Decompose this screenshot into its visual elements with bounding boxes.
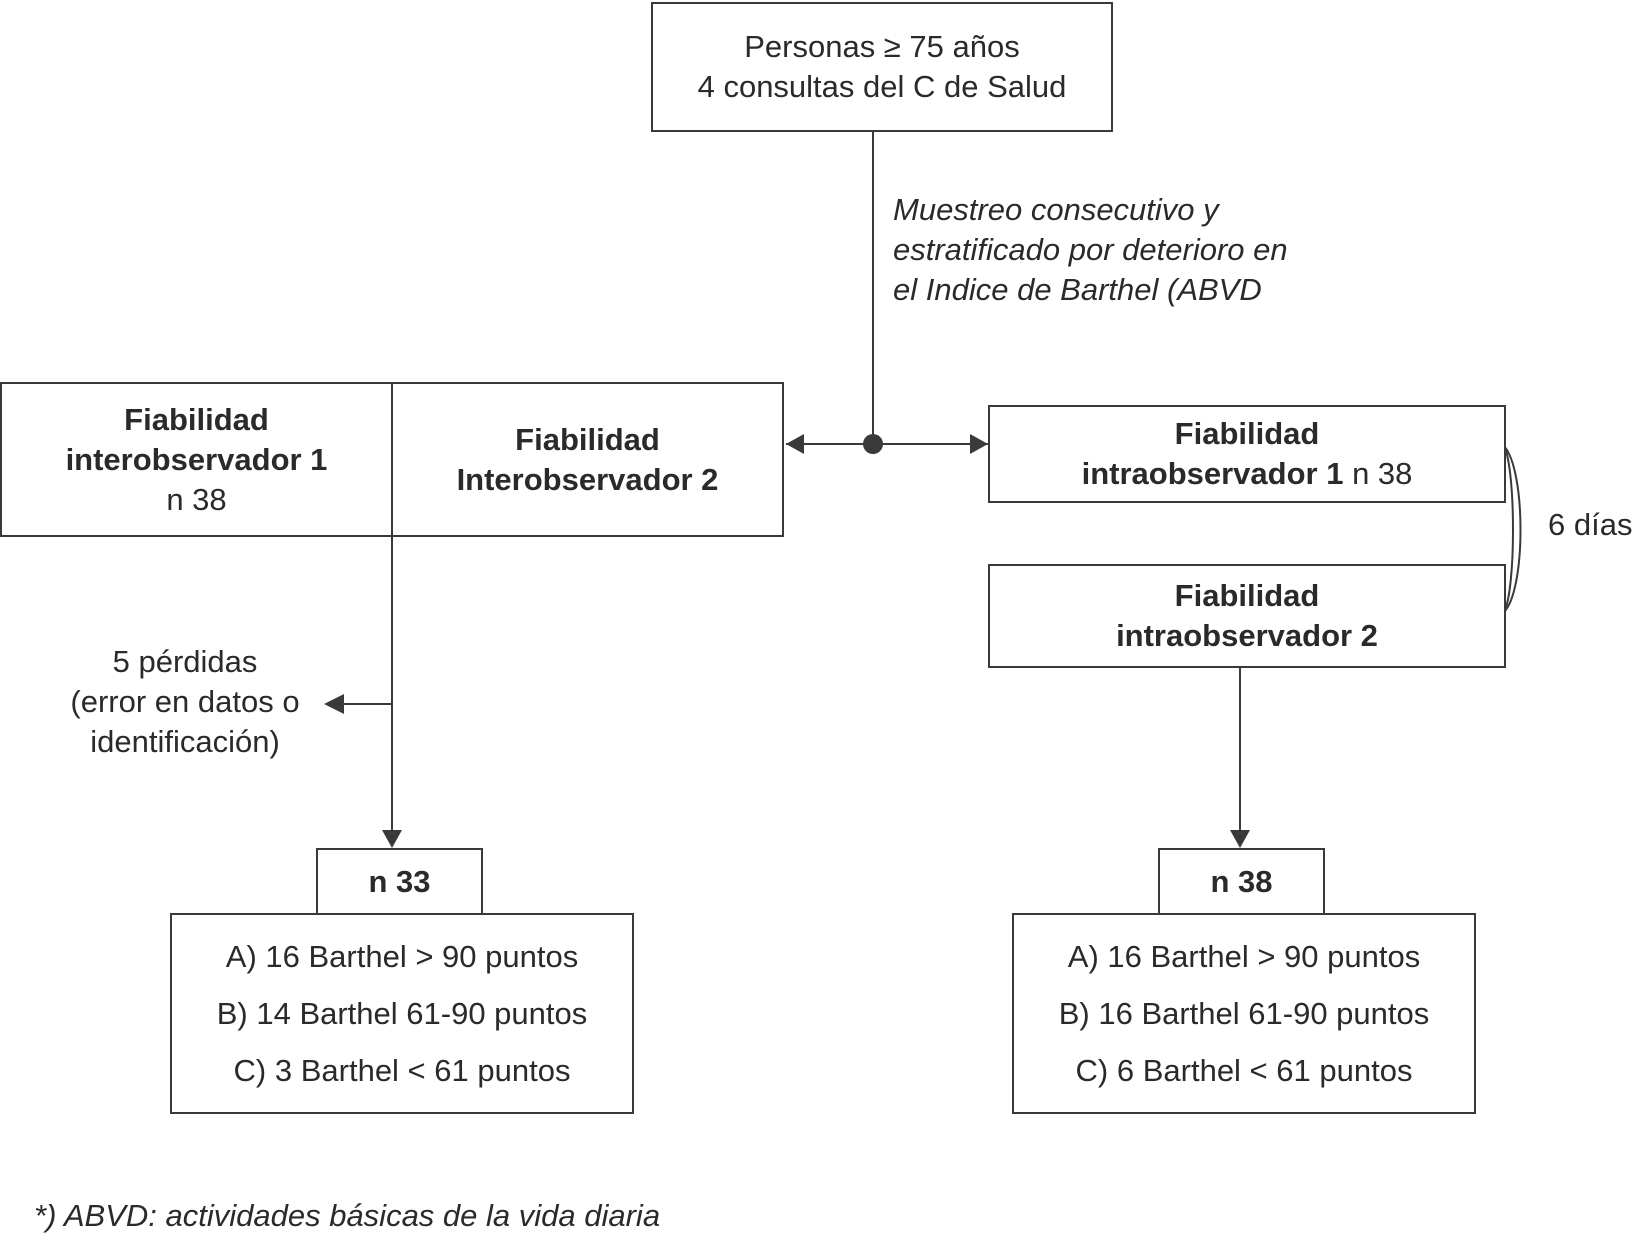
arrowhead-right: [970, 434, 988, 454]
right-n-value: n 38: [1210, 863, 1273, 899]
left-results-box: A) 16 Barthel > 90 puntos B) 14 Barthel …: [170, 913, 634, 1114]
footnote: *) ABVD: actividades básicas de la vida …: [34, 1198, 661, 1233]
left-result-row: B) 14 Barthel 61-90 puntos: [216, 996, 588, 1031]
left-n-box: n 33: [316, 848, 483, 915]
intraobserver-1-line2: intraobservador 1 n 38: [1082, 454, 1413, 494]
arrowhead-losses: [324, 694, 344, 714]
left-result-row: C) 3 Barthel < 61 puntos: [233, 1053, 571, 1088]
losses-line1: 5 pérdidas: [112, 644, 258, 679]
left-result-row: A) 16 Barthel > 90 puntos: [225, 939, 579, 974]
right-n-box: n 38: [1158, 848, 1325, 915]
interobserver-1-title2: interobservador 1: [65, 441, 328, 477]
sampling-line3: el Indice de Barthel (ABVD: [893, 272, 1262, 307]
interobserver-2-title1: Fiabilidad: [515, 421, 660, 457]
population-box: Personas ≥ 75 años 4 consultas del C de …: [651, 2, 1113, 132]
intraobserver-1-n: n 38: [1343, 456, 1413, 491]
losses-line3: identificación): [90, 724, 280, 759]
sampling-line1: Muestreo consecutivo y: [893, 192, 1219, 227]
intraobserver-2-title2: intraobservador 2: [1116, 618, 1378, 653]
right-result-row: A) 16 Barthel > 90 puntos: [1067, 939, 1421, 974]
population-line2: 4 consultas del C de Salud: [697, 69, 1067, 104]
intraobserver-1-box: Fiabilidad intraobservador 1 n 38: [988, 405, 1506, 503]
interobserver-1-box: Fiabilidad interobservador 1 n 38: [0, 382, 393, 537]
population-line1: Personas ≥ 75 años: [744, 29, 1020, 64]
junction-dot: [863, 434, 883, 454]
intraobserver-1-title1: Fiabilidad: [1174, 416, 1320, 451]
sampling-line2: estratificado por deterioro en: [893, 232, 1288, 267]
interobserver-1-title1: Fiabilidad: [124, 401, 269, 437]
intraobserver-1-title2: intraobservador 1: [1081, 456, 1344, 491]
interval-label: 6 días: [1548, 507, 1633, 542]
interval-bracket: [1503, 445, 1522, 613]
interobserver-2-title2: Interobservador 2: [456, 461, 719, 497]
losses-note: 5 pérdidas (error en datos o identificac…: [40, 642, 330, 762]
intraobserver-2-box: Fiabilidad intraobservador 2: [988, 564, 1506, 668]
interobserver-1-n: n 38: [166, 481, 227, 517]
interobserver-2-box: Fiabilidad Interobservador 2: [391, 382, 784, 537]
interval-bracket-inner: [1503, 445, 1514, 613]
losses-line2: (error en datos o: [70, 684, 300, 719]
intraobserver-2-title1: Fiabilidad: [1174, 578, 1320, 613]
right-result-row: C) 6 Barthel < 61 puntos: [1075, 1053, 1413, 1088]
left-n-value: n 33: [368, 863, 431, 899]
right-result-row: B) 16 Barthel 61-90 puntos: [1058, 996, 1430, 1031]
arrowhead-left-down: [382, 830, 402, 848]
arrowhead-right-down: [1230, 830, 1250, 848]
right-results-box: A) 16 Barthel > 90 puntos B) 16 Barthel …: [1012, 913, 1476, 1114]
sampling-note: Muestreo consecutivo y estratificado por…: [893, 190, 1288, 310]
arrowhead-left: [786, 434, 804, 454]
